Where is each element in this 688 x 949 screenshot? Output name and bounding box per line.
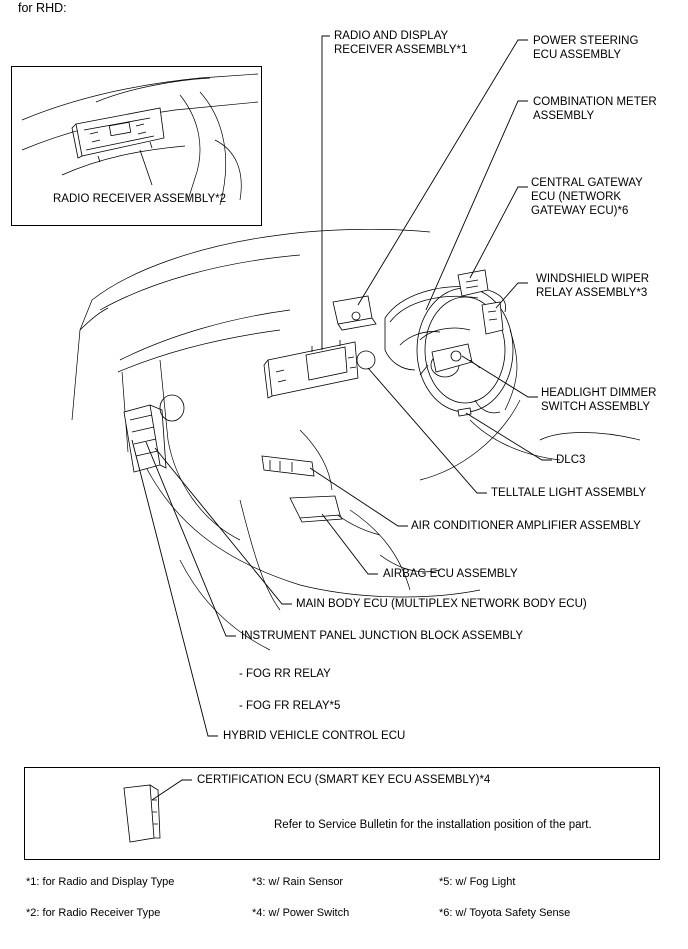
telltale-light [356, 350, 376, 370]
label-junction-block: INSTRUMENT PANEL JUNCTION BLOCK ASSEMBLY [241, 630, 524, 642]
footnote-3: *3: w/ Rain Sensor [252, 876, 344, 888]
label-central-gateway-line2: ECU (NETWORK [531, 191, 622, 203]
label-radio-display-line2: RECEIVER ASSEMBLY*1 [334, 44, 468, 56]
label-headlight-dimmer-line2: SWITCH ASSEMBLY [541, 401, 651, 413]
footnote-5: *5: w/ Fog Light [439, 876, 516, 888]
label-power-steering-line1: POWER STEERING [533, 35, 639, 47]
left-vent [159, 394, 185, 422]
certification-ecu-sketch [123, 784, 161, 843]
label-air-conditioner: AIR CONDITIONER AMPLIFIER ASSEMBLY [411, 520, 641, 532]
power-steering-ecu [332, 295, 377, 331]
label-central-gateway-line1: CENTRAL GATEWAY [531, 177, 643, 189]
footnote-1: *1: for Radio and Display Type [26, 876, 175, 888]
airbag-ecu [289, 495, 343, 523]
windshield-wiper-relay [481, 301, 504, 335]
label-hybrid: HYBRID VEHICLE CONTROL ECU [223, 730, 406, 742]
certification-ecu-box [24, 767, 660, 860]
footnote-2: *2: for Radio Receiver Type [26, 907, 161, 919]
footnote-6: *6: w/ Toyota Safety Sense [439, 907, 571, 919]
label-main-body: MAIN BODY ECU (MULTIPLEX NETWORK BODY EC… [296, 598, 587, 610]
air-conditioner-amplifier [261, 455, 315, 477]
footnote-4: *4: w/ Power Switch [252, 907, 350, 919]
label-telltale: TELLTALE LIGHT ASSEMBLY [491, 487, 647, 499]
label-combination-meter-line2: ASSEMBLY [533, 110, 595, 122]
radio-receiver-inset-box [11, 66, 262, 226]
label-windshield-wiper-line2: RELAY ASSEMBLY*3 [536, 287, 648, 299]
junction-block [123, 404, 167, 473]
headlight-dimmer-switch [419, 343, 481, 376]
label-radio-receiver: RADIO RECEIVER ASSEMBLY*2 [53, 193, 226, 205]
radio-receiver-unit [71, 107, 165, 163]
label-fog-rr: - FOG RR RELAY [239, 668, 331, 680]
central-gateway-ecu [457, 269, 489, 297]
header-text: for RHD: [18, 1, 67, 15]
label-certification: CERTIFICATION ECU (SMART KEY ECU ASSEMBL… [197, 774, 491, 786]
label-refer: Refer to Service Bulletin for the instal… [274, 819, 592, 831]
radio-display-receiver [263, 340, 359, 399]
label-headlight-dimmer-line1: HEADLIGHT DIMMER [541, 387, 657, 399]
label-airbag: AIRBAG ECU ASSEMBLY [383, 568, 518, 580]
label-windshield-wiper-line1: WINDSHIELD WIPER [536, 273, 650, 285]
label-radio-display-line1: RADIO AND DISPLAY [334, 30, 449, 42]
label-central-gateway-line3: GATEWAY ECU)*6 [531, 205, 629, 217]
leader-lines [131, 35, 552, 801]
label-combination-meter-line1: COMBINATION METER [533, 96, 657, 108]
dashboard-outline [71, 228, 641, 651]
label-power-steering-line2: ECU ASSEMBLY [533, 49, 621, 61]
label-dlc3: DLC3 [556, 454, 586, 466]
inset-dashboard-sketch [21, 73, 259, 206]
label-fog-fr: - FOG FR RELAY*5 [239, 700, 341, 712]
